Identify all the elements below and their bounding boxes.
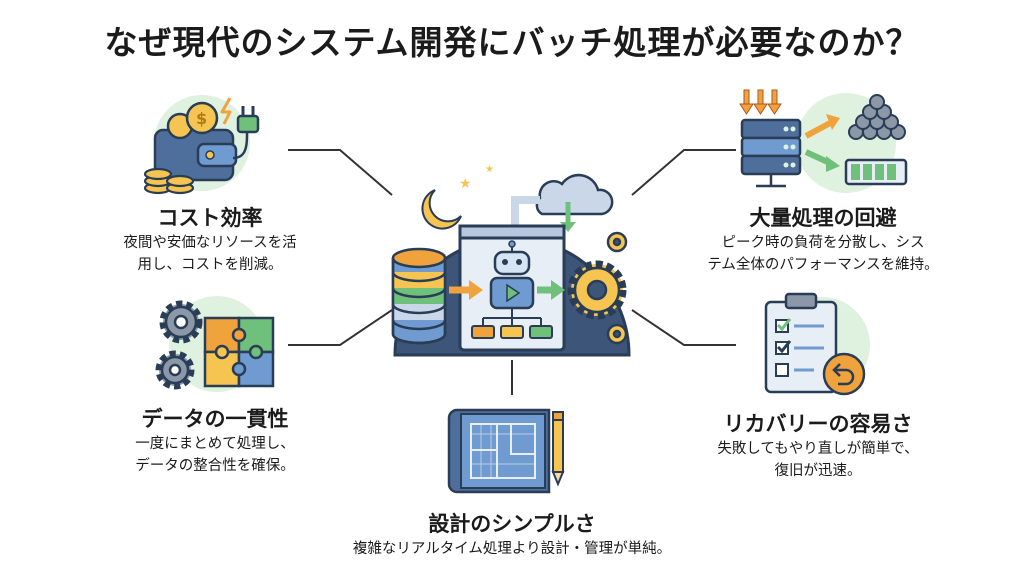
feature-title-volume: 大量処理の回避 (749, 206, 897, 230)
feature-desc-volume-line2: テム全体のパフォーマンスを維持。 (707, 257, 939, 273)
feature-desc-cost-line2: 用し、コストを削減。 (137, 257, 283, 273)
blueprint-pencil-icon (447, 408, 565, 494)
feature-desc-recovery-line2: 復旧が迅速。 (774, 463, 862, 479)
server-load-icon (739, 89, 908, 193)
feature-desc-simplicity: 複雑なリアルタイム処理より設計・管理が単純。 (352, 541, 672, 557)
svg-text:★: ★ (459, 176, 472, 192)
feature-title-recovery: リカバリーの容易さ (723, 412, 913, 436)
page-title: なぜ現代のシステム開発にバッチ処理が必要なのか？ (104, 23, 920, 62)
feature-desc-recovery-line1: 失敗してもやり直しが簡単で、 (717, 441, 919, 457)
svg-text:★: ★ (485, 164, 494, 175)
feature-desc-cost-line1: 夜間や安価なリソースを活 (123, 235, 297, 251)
feature-title-consistency: データの一貫性 (141, 407, 289, 431)
wallet-coins-plug-icon: $ (143, 95, 260, 195)
feature-desc-consistency-line1: 一度にまとめて処理し、 (135, 436, 295, 452)
feature-title-cost: コスト効率 (157, 206, 263, 230)
checklist-undo-icon (764, 292, 870, 396)
feature-desc-volume-line1: ピーク時の負荷を分散し、シス (721, 235, 925, 251)
gears-puzzle-icon (155, 296, 275, 392)
svg-text:$: $ (196, 109, 207, 128)
feature-desc-consistency-line2: データの整合性を確保。 (135, 458, 295, 474)
feature-title-simplicity: 設計のシンプルさ (428, 512, 596, 536)
night-batch-robot-icon: ★ ★ ★ (391, 164, 631, 357)
